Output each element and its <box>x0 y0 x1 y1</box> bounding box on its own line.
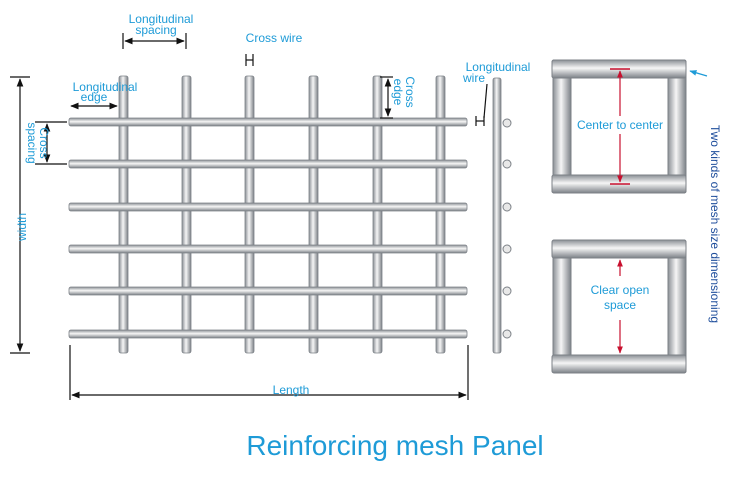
cross-wire-1 <box>68 117 468 127</box>
cross-wire-5 <box>68 286 468 296</box>
longitudinal-wire-3 <box>244 75 255 354</box>
detail2-left-wire <box>552 239 572 374</box>
detail2-bottom-wire <box>551 354 687 374</box>
longitudinal-wire-2 <box>181 75 192 354</box>
clear-open-space-label-line1: Clear open <box>591 283 650 297</box>
side-view <box>492 77 512 354</box>
cross-wire-4 <box>68 244 468 254</box>
cross-spacing-label-line2: spacing <box>25 122 39 163</box>
longitudinal-wire-label-line2: wire <box>462 71 485 85</box>
detail2-right-wire <box>667 239 687 374</box>
two-kinds-label: Two kinds of mesh size dimensioning <box>708 125 722 323</box>
longitudinal-wire-1 <box>118 75 129 354</box>
side-view-cross-wire-dot <box>502 329 512 339</box>
length-label: Length <box>273 383 310 397</box>
center-to-center-detail: Center to center <box>551 59 708 194</box>
cross-edge-label-line2: edge <box>391 79 405 106</box>
side-view-cross-wire-dot <box>502 286 512 296</box>
cross-edge-label-line1: Cross <box>403 76 417 107</box>
side-view-wire <box>492 77 502 354</box>
page-title: Reinforcing mesh Panel <box>246 430 543 461</box>
detail1-right-wire <box>667 59 687 194</box>
longitudinal-wire-6 <box>435 75 446 354</box>
mesh-panel <box>68 75 468 354</box>
longitudinal-spacing-label-line1: Longitudinal <box>129 12 194 26</box>
longitudinal-spacing-label-line2: spacing <box>135 23 176 37</box>
side-view-cross-wire-dot <box>502 202 512 212</box>
detail1-left-wire <box>552 59 572 194</box>
side-view-cross-wire-dot <box>502 244 512 254</box>
cross-wire-label: Cross wire <box>246 31 303 45</box>
cross-wire-6 <box>68 329 468 339</box>
center-to-center-label: Center to center <box>577 118 663 132</box>
labels: Longitudinal spacing Cross wire Longitud… <box>15 12 722 461</box>
clear-open-space-detail: Clear open space <box>551 239 687 374</box>
clear-open-space-label-line2: space <box>604 298 636 312</box>
dimension-pointer-arrow <box>689 70 708 77</box>
detail2-top-wire <box>551 239 687 259</box>
side-view-cross-wire-dot <box>502 159 512 169</box>
longitudinal-edge-label-line1: Longitudinal <box>73 80 138 94</box>
side-view-cross-wire-dot <box>502 118 512 128</box>
cross-spacing-label-line1: Cross <box>37 127 51 158</box>
longitudinal-wire-pointer <box>483 83 488 119</box>
longitudinal-wire-4 <box>308 75 319 354</box>
dimension-markers <box>10 33 488 400</box>
longitudinal-wire-label-line1: Longitudinal <box>466 60 531 74</box>
width-label: width <box>15 213 29 242</box>
longitudinal-wire-5 <box>372 75 383 354</box>
cross-wire-3 <box>68 202 468 212</box>
center-label-bg <box>574 116 666 134</box>
cross-wire-2 <box>68 159 468 169</box>
longitudinal-edge-label-line2: edge <box>81 90 108 104</box>
